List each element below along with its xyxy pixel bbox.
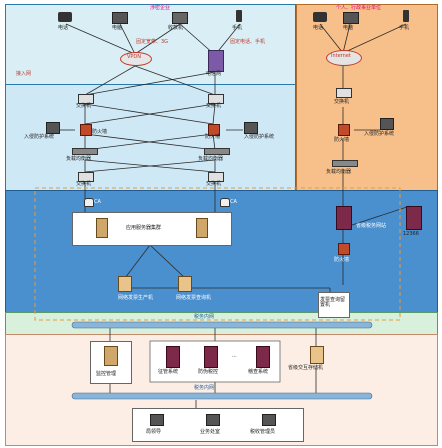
monitor-label: 监控管理 (96, 371, 117, 377)
compare-label: 稽查系统 (248, 369, 269, 375)
tax-collection-server-icon (166, 346, 180, 368)
compare-server-icon (256, 346, 270, 368)
link-broadband-label: 固定宽带、3G (136, 39, 169, 45)
load-balancer-label: 负载均衡器 (66, 156, 92, 162)
load-balancer-icon (72, 148, 98, 155)
business-office-label: 业务处室 (200, 429, 221, 435)
provincial-site-label: 省级税务网站 (356, 223, 387, 229)
public-title: 个人、行政事业单位 (336, 5, 382, 11)
server-icon (96, 218, 108, 238)
cross-compare-server-icon (310, 346, 324, 364)
ca-lock-icon (220, 198, 230, 207)
firewall-icon (338, 124, 350, 136)
switch-label: 交换机 (206, 103, 222, 109)
cashier-label: 收款机 (168, 25, 184, 31)
tax-manager-label: 税收管理员 (250, 429, 276, 435)
switch-icon (208, 172, 224, 182)
computer-icon (343, 12, 359, 24)
vpdn-label: VPDN (127, 54, 142, 60)
invoice-query-device-label: 发票查询留置机 (320, 297, 346, 308)
computer-icon (112, 12, 128, 24)
mobile-icon (403, 10, 409, 22)
ids-icon (244, 122, 258, 134)
ids-icon (46, 122, 60, 134)
tax-collection-label: 征管系统 (158, 369, 179, 375)
telecom-server-icon (208, 50, 224, 72)
computer-icon (262, 414, 276, 426)
phone-icon (58, 12, 72, 22)
firewall-label: 防火墙 (92, 129, 108, 135)
ca-lock-icon (84, 198, 94, 207)
service-zone (5, 190, 438, 314)
access-net-label: 接入网 (16, 71, 32, 77)
invoice-query-label: 网络发票查询机 (176, 295, 212, 301)
vpdn-icon (120, 52, 152, 66)
hotline-label: 12366 (403, 231, 419, 237)
ids-label: 入侵防护系统 (244, 134, 275, 140)
ids-label: 入侵防护系统 (24, 134, 55, 140)
firewall-label: 防火墙 (334, 257, 350, 263)
invoice-server-icon (118, 276, 132, 292)
switch-icon (78, 172, 94, 182)
switch-icon (78, 94, 94, 104)
firewall-icon (208, 124, 220, 136)
bureau-leader-label: 局领导 (146, 429, 162, 435)
computer-label: 电脑 (112, 25, 123, 31)
ids-icon (380, 118, 394, 130)
invoice-query-device-box (318, 292, 350, 318)
computer-icon (206, 414, 220, 426)
computer-icon (150, 414, 164, 426)
switch-label: 交换机 (76, 103, 92, 109)
monitor-server-icon (104, 346, 118, 366)
hotline-server-icon (406, 206, 422, 230)
ellipsis-label: ... (232, 353, 237, 359)
mobile-icon (236, 10, 242, 22)
firewall-icon (80, 124, 92, 136)
tax-net-label: 税务内网 (194, 385, 215, 391)
load-balancer-label: 负载均衡器 (198, 156, 224, 162)
invoice-server-icon (178, 276, 192, 292)
core-zone (5, 84, 296, 192)
switch-icon (208, 94, 224, 104)
app-cluster-label: 应用服务器集群 (126, 225, 162, 231)
phone-icon (313, 12, 327, 22)
mobile-label: 手机 (232, 25, 243, 31)
mobile-label: 手机 (399, 25, 410, 31)
switch-label: 交换机 (206, 181, 222, 187)
anti-fraud-server-icon (204, 346, 218, 368)
invoice-gen-label: 网络发票生产机 (118, 295, 154, 301)
anti-fraud-label: 防伪税控 (198, 369, 219, 375)
access-zone (5, 4, 296, 87)
internet-cloud-icon (326, 50, 362, 66)
switch-icon (336, 88, 352, 98)
internet-label: Internet (331, 53, 351, 59)
switch-label: 交换机 (334, 99, 350, 105)
server-icon (196, 218, 208, 238)
link-phone-label: 固定电话、手机 (230, 39, 266, 45)
cross-compare-label: 省级交互存储机 (288, 365, 324, 371)
ca-label: CA (94, 199, 101, 205)
switch-label: 交换机 (76, 181, 92, 187)
firewall-label: 防火墙 (205, 134, 221, 140)
ids-label: 入侵防护系统 (364, 131, 395, 137)
tax-net-label: 税务内网 (194, 314, 215, 320)
computer-label: 电脑 (343, 25, 354, 31)
firewall-icon (338, 243, 350, 255)
site-server-icon (336, 206, 352, 230)
load-balancer-icon (332, 160, 358, 167)
phone-label: 电话 (58, 25, 69, 31)
ca-label: CA (230, 199, 237, 205)
telecom-label: 电信网 (206, 71, 222, 77)
enterprise-label: 涉密企业 (150, 5, 171, 11)
load-balancer-label: 负载均衡器 (326, 169, 352, 175)
load-balancer-icon (204, 148, 230, 155)
cashier-icon (172, 12, 188, 24)
phone-label: 电话 (313, 25, 324, 31)
firewall-label: 防火墙 (334, 137, 350, 143)
